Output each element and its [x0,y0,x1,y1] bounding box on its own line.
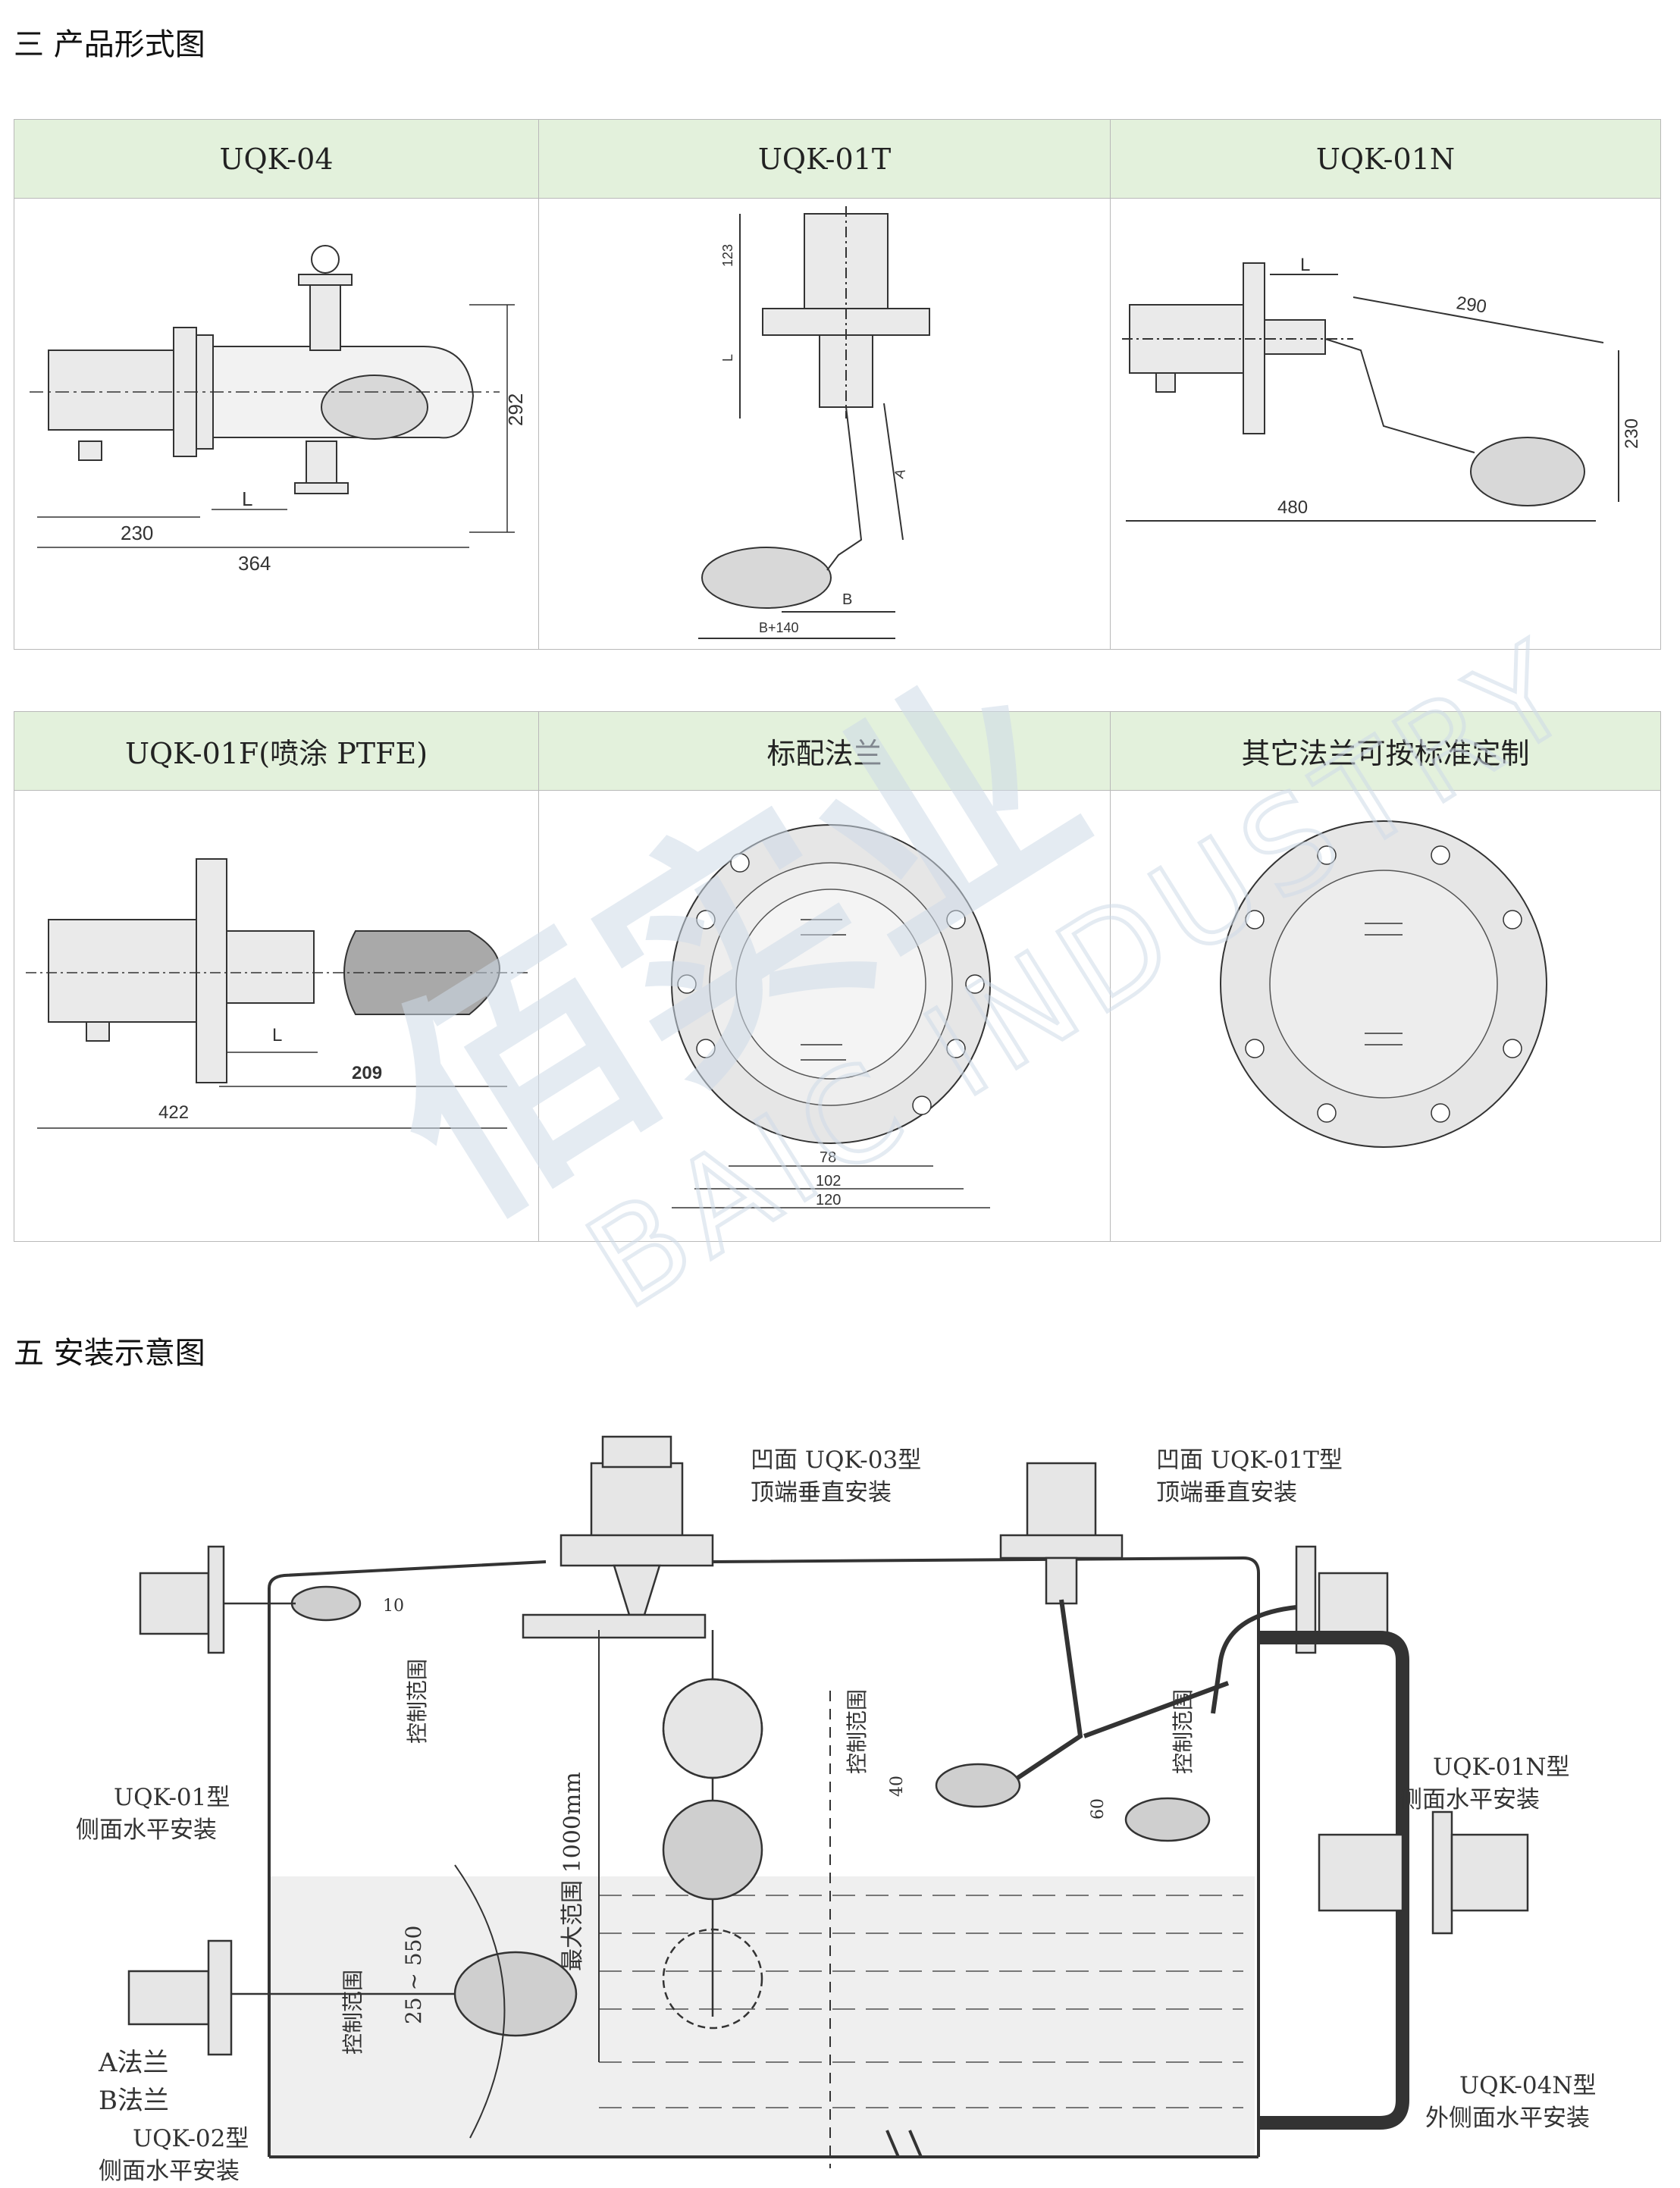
header-standard-flange: 标配法兰 [538,711,1111,791]
cell-uqk-04-drawing: 292 230 L 364 [14,198,539,650]
uqk-04-dim-292: 292 [504,393,527,426]
caption-uqk-01: UQK-01型 侧面水平安装 [76,1784,230,1844]
uqk-01n-drawing: L 290 230 480 [1122,255,1642,522]
uqk-01n-dim-480: 480 [1277,497,1308,518]
cell-custom-flange-drawing [1110,790,1661,1242]
cell-standard-flange-drawing: 78 102 120 [538,790,1111,1242]
header-uqk-04: UQK-04 [14,119,539,199]
uqk-01f-dim-209: 209 [352,1063,382,1083]
header-uqk-01n: UQK-01N [1110,119,1661,199]
uqk-01t-dim-b: B [842,591,852,608]
uqk-01t-range-label: 控制范围 [845,1689,870,1774]
uqk-01t-dim-l: L [720,354,735,362]
flange-dim-102: 102 [816,1173,841,1190]
uqk-01t-dim-123: 123 [720,244,735,267]
uqk-01f-dim-422: 422 [158,1102,189,1123]
uqk-02-range-label: 控制范围 [340,1970,365,2055]
uqk-01t-range-60: 60 [1089,1798,1108,1820]
uqk-01t-dim-b140: B+140 [759,620,799,635]
uqk-01n-switch [1211,1545,1389,1714]
uqk-01t-range-40: 40 [888,1776,907,1797]
caption-flange-a: A法兰 [99,2048,169,2078]
uqk-01n-dim-l: L [1300,255,1310,275]
uqk-02-range-25-550: 25 ~ 550 [401,1926,426,2024]
header-custom-flange: 其它法兰可按标准定制 [1110,711,1661,791]
caption-uqk-03: 凹面 UQK-03型 顶端垂直安装 [751,1447,922,1506]
uqk-01-range-10: 10 [383,1597,404,1616]
uqk-04-dim-l: L [242,487,252,510]
uqk-01f-drawing: L 209 422 [26,858,530,1129]
custom-flange-drawing [1220,820,1547,1148]
uqk-01n-dim-290: 290 [1455,293,1487,317]
standard-flange-drawing: 78 102 120 [671,824,991,1208]
section-3-title: 三 产品形式图 [14,27,205,62]
caption-uqk-01t: 凹面 UQK-01T型 顶端垂直安装 [1156,1447,1343,1506]
max-range-label: 最大范围 1000mm [559,1772,586,1971]
flange-dim-78: 78 [820,1149,836,1166]
uqk-04n-switch [1258,1631,1529,2130]
uqk-01-switch [139,1545,362,1654]
caption-uqk-02: UQK-02型 侧面水平安装 [99,2125,249,2185]
uqk-03-switch [522,1435,763,2030]
uqk-01t-dim-a: A [892,467,908,480]
uqk-02-switch [127,1939,578,2056]
uqk-01n-dim-230: 230 [1622,418,1642,449]
tank-outline [268,1556,1260,2158]
header-uqk-01f: UQK-01F(喷涂 PTFE) [14,711,539,791]
product-table-2: UQK-01F(喷涂 PTFE) 标配法兰 其它法兰可按标准定制 [14,711,1661,1242]
cell-uqk-01n-drawing: L 290 230 480 [1110,198,1661,650]
uqk-01-range-label: 控制范围 [405,1659,430,1744]
caption-flange-b: B法兰 [99,2086,169,2116]
uqk-04-dim-230: 230 [121,522,153,544]
water-level-fill [269,1876,1255,2157]
product-table-1: UQK-04 UQK-01T UQK-01N [14,119,1661,650]
uqk-01n-range-label: 控制范围 [1171,1689,1196,1774]
uqk-01t-switch [935,1462,1230,1842]
installation-diagram: 控制范围 10 控制范围 40 60 控制范围 控制范围 25 ~ 550 最大… [127,1435,1529,2168]
section-5-title: 五 安装示意图 [14,1336,205,1371]
cell-uqk-01f-drawing: L 209 422 [14,790,539,1242]
header-uqk-01t: UQK-01T [538,119,1111,199]
cell-uqk-01t-drawing: 123 L A B B+140 [538,198,1111,650]
caption-uqk-04n: UQK-04N型 外侧面水平安装 [1425,2072,1597,2132]
uqk-04-drawing: 292 230 L 364 [30,245,527,575]
caption-uqk-01n: UQK-01N型 侧面水平安装 [1399,1754,1570,1813]
uqk-01f-dim-l: L [272,1025,282,1045]
uqk-01t-drawing: 123 L A B B+140 [698,206,930,639]
flange-dim-120: 120 [816,1192,841,1208]
uqk-04-dim-364: 364 [238,552,271,575]
